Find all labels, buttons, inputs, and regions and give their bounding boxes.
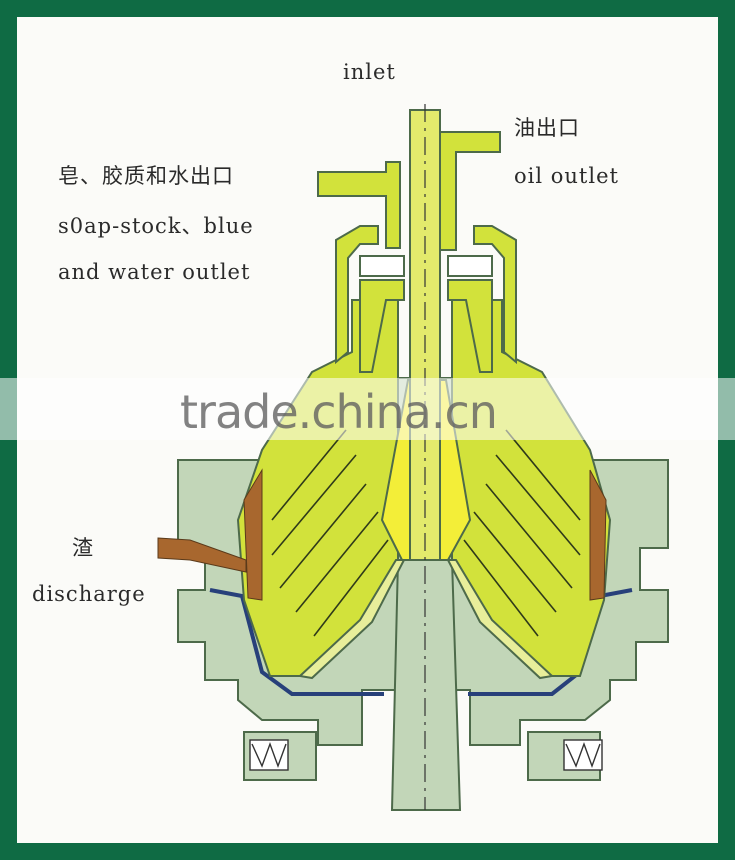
soapstock-outlet-label-cn: 皂、胶质和水出口 <box>58 164 234 188</box>
head <box>317 131 517 373</box>
left-spring <box>249 739 289 771</box>
soapstock-outlet-label-en-2: and water outlet <box>58 260 251 284</box>
discharge-label-cn: 渣 <box>72 536 94 560</box>
watermark-band <box>0 378 735 440</box>
watermark: trade.china.cn <box>180 385 498 439</box>
soapstock-outlet-pipe <box>317 161 401 249</box>
discharge-nozzle <box>157 537 247 573</box>
sludge <box>157 468 607 601</box>
distributor <box>297 559 555 680</box>
discharge-label-en: discharge <box>32 582 146 606</box>
right-spring <box>563 739 603 771</box>
soapstock-outlet-label-en-1: s0ap-stock、blue <box>58 214 254 238</box>
oil-outlet-label-en: oil outlet <box>514 164 619 188</box>
inlet-label: inlet <box>343 60 396 84</box>
disc-stack <box>271 429 581 637</box>
oil-outlet-label-cn: 油出口 <box>514 116 580 140</box>
